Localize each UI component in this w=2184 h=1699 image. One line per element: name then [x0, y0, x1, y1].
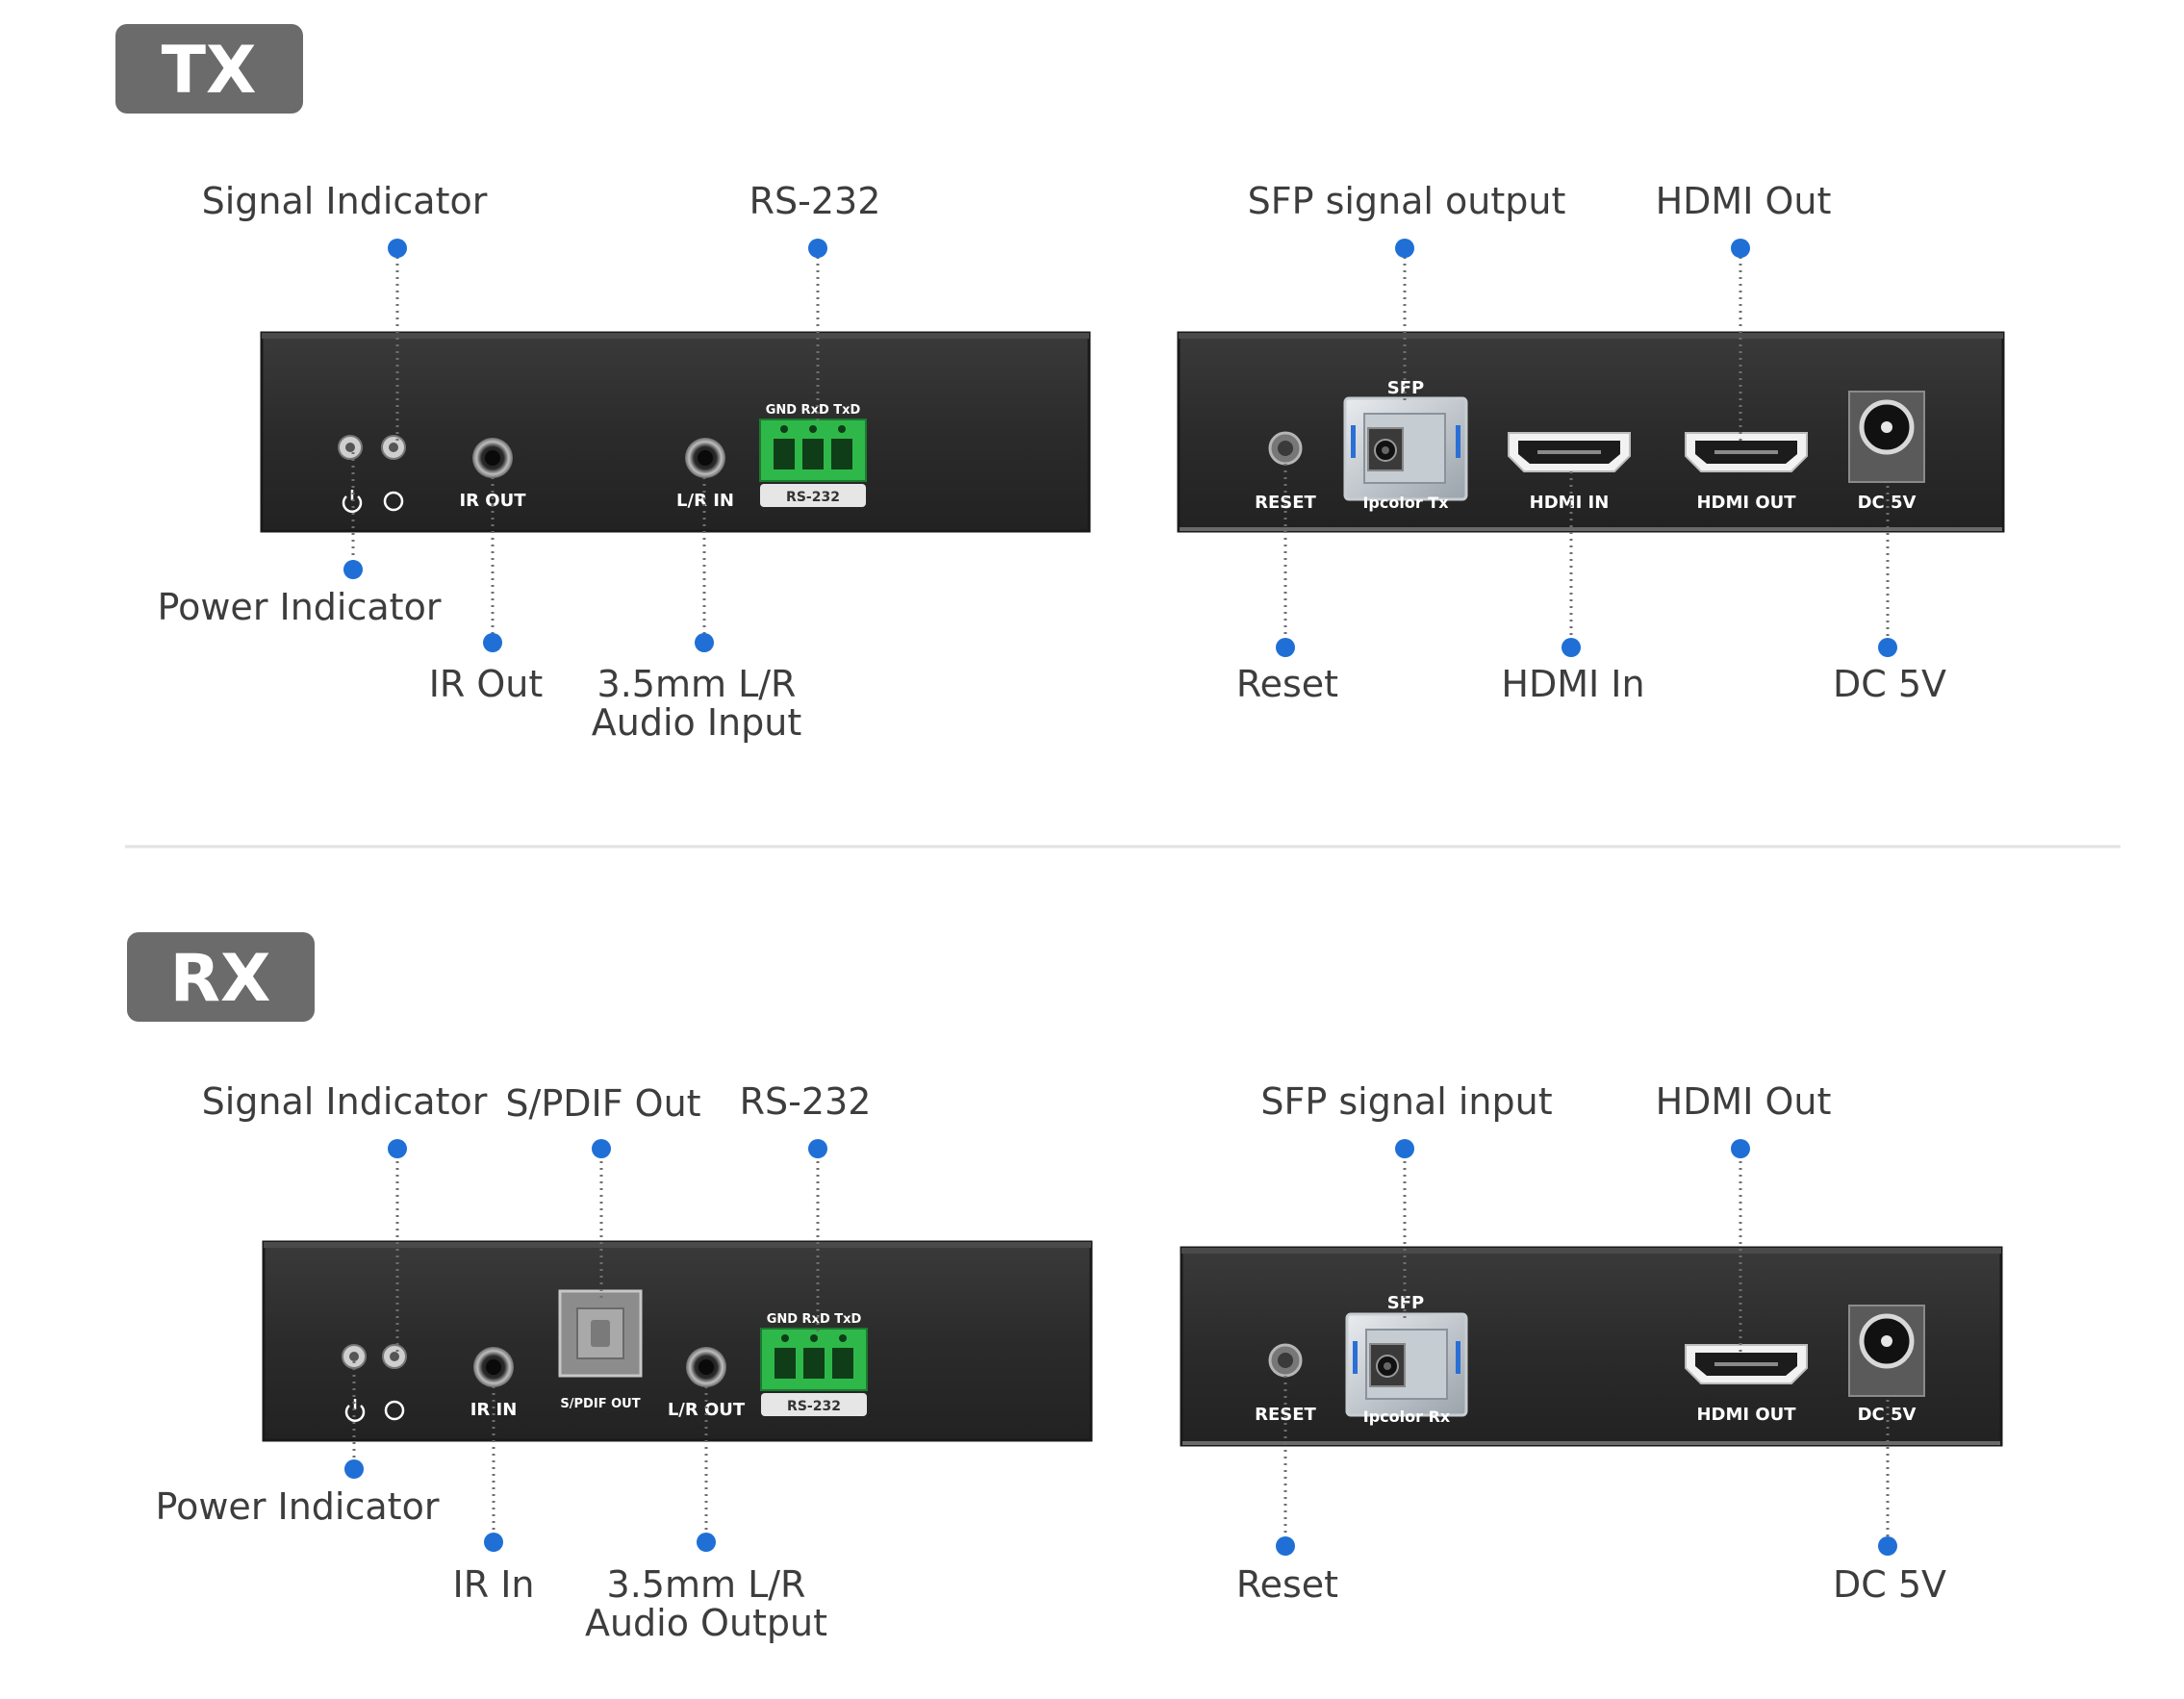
tx-callout-power-indicator: Power Indicator	[158, 586, 442, 628]
tx-sfp-brand: Ipcolor Tx	[1362, 494, 1449, 512]
rx-section: RX IR IN	[127, 932, 2003, 1644]
rx-ir-in-jack	[473, 1347, 514, 1387]
tx-reset-button	[1268, 431, 1303, 466]
tx-dot-dc	[1878, 638, 1897, 657]
rx-callout-sfp-input: SFP signal input	[1260, 1080, 1552, 1123]
rx-hdmi-out-port	[1685, 1344, 1808, 1384]
rx-dot-sfp	[1395, 1139, 1414, 1158]
rx-callout-dots	[344, 1139, 1897, 1556]
rx-dot-dc	[1878, 1536, 1897, 1556]
rx-callout-power-indicator: Power Indicator	[156, 1485, 440, 1528]
rx-dot-hdmi-out	[1731, 1139, 1750, 1158]
rx-lr-out-port-label: L/R OUT	[668, 1400, 746, 1420]
rx-callout-hdmi-out: HDMI Out	[1656, 1080, 1832, 1123]
rx-reset-port-label: RESET	[1255, 1405, 1316, 1425]
tx-dot-signal	[388, 239, 407, 258]
tx-leaders	[351, 250, 1890, 647]
rx-reset-button	[1268, 1343, 1303, 1378]
tx-rs232-terminal: GND RxD TxD RS-232	[759, 403, 867, 507]
rx-rs232-terminal: GND RxD TxD RS-232	[760, 1312, 868, 1416]
rx-callout-dc: DC 5V	[1833, 1563, 1946, 1606]
rx-front-panel: IR IN S/PDIF OUT L/R OUT GND RxD TxD	[262, 1240, 1093, 1442]
tx-dc-jack	[1848, 391, 1925, 483]
tx-reset-port-label: RESET	[1255, 493, 1316, 513]
tx-callout-signal-indicator: Signal Indicator	[202, 180, 488, 222]
power-icon	[344, 1399, 366, 1422]
tx-dot-hdmi-in	[1562, 638, 1581, 657]
signal-ring-icon	[384, 1400, 405, 1421]
tx-badge	[115, 24, 303, 114]
tx-callout-hdmi-in: HDMI In	[1501, 663, 1644, 705]
rx-badge-label: RX	[170, 941, 271, 1017]
rx-lr-out-jack	[686, 1347, 726, 1387]
tx-power-led	[338, 435, 363, 460]
rx-dot-spdif	[592, 1139, 611, 1158]
signal-ring-icon	[383, 491, 404, 512]
tx-badge-label: TX	[162, 33, 257, 109]
tx-lr-in-port-label: L/R IN	[676, 491, 734, 511]
rx-callout-spdif-out: S/PDIF Out	[505, 1082, 700, 1125]
tx-dot-reset	[1276, 638, 1295, 657]
tx-callout-ir-out: IR Out	[429, 663, 544, 705]
tx-callout-hdmi-out: HDMI Out	[1656, 180, 1832, 222]
rx-sfp-brand: Ipcolor Rx	[1363, 1407, 1451, 1426]
rx-dot-power	[344, 1459, 364, 1479]
tx-callout-dots	[343, 239, 1897, 657]
rx-callout-ir-in: IR In	[453, 1563, 535, 1606]
tx-dot-ir	[483, 633, 502, 652]
rx-callout-audio-line2: Audio Output	[585, 1602, 827, 1644]
tx-sfp-tag: SFP	[1387, 378, 1424, 398]
tx-hdmi-in-port	[1508, 432, 1631, 472]
tx-ir-out-jack	[472, 438, 513, 478]
rx-dot-reset	[1276, 1536, 1295, 1556]
tx-rs232-port-label: RS-232	[786, 490, 840, 505]
rx-signal-led	[382, 1344, 407, 1369]
tx-dot-rs232	[808, 239, 827, 258]
rx-rear-panel: RESET SFP Ipcolor Rx HDMI OUT	[1180, 1246, 2003, 1447]
tx-hdmi-in-port-label: HDMI IN	[1530, 493, 1610, 513]
tx-dc-port-label: DC 5V	[1858, 493, 1917, 513]
rx-callout-audio-line1: 3.5mm L/R	[607, 1563, 806, 1606]
tx-front-panel: IR OUT L/R IN GND RxD TxD RS-232	[260, 331, 1091, 533]
tx-ir-out-port-label: IR OUT	[459, 491, 526, 511]
rx-spdif-port	[558, 1289, 643, 1378]
rx-rs232-port-label: RS-232	[787, 1399, 841, 1414]
tx-callout-sfp-output: SFP signal output	[1248, 180, 1566, 222]
tx-sfp-module	[1343, 396, 1468, 501]
rx-dot-rs232	[808, 1139, 827, 1158]
tx-callout-audio-line2: Audio Input	[592, 701, 801, 744]
rx-leaders	[352, 1154, 1890, 1546]
rx-badge	[127, 932, 315, 1022]
tx-hdmi-out-port	[1685, 432, 1808, 472]
rx-dot-audio	[697, 1533, 716, 1552]
tx-callout-dc: DC 5V	[1833, 663, 1946, 705]
tx-rs232-pins-label: GND RxD TxD	[766, 403, 861, 418]
rx-dot-signal	[388, 1139, 407, 1158]
tx-dot-sfp	[1395, 239, 1414, 258]
tx-dot-hdmi-out	[1731, 239, 1750, 258]
tx-signal-led	[381, 435, 406, 460]
tx-rear-panel: RESET SFP Ipcolor Tx HDMI IN	[1177, 331, 2005, 533]
tx-section: TX I	[115, 24, 2005, 744]
rx-hdmi-out-port-label: HDMI OUT	[1696, 1405, 1796, 1425]
tx-callout-reset: Reset	[1236, 663, 1338, 705]
rx-ir-in-port-label: IR IN	[470, 1400, 518, 1420]
rx-callout-signal-indicator: Signal Indicator	[202, 1080, 488, 1123]
rx-power-led	[342, 1344, 367, 1369]
tx-callout-audio-line1: 3.5mm L/R	[597, 663, 797, 705]
rx-callout-reset: Reset	[1236, 1563, 1338, 1606]
rx-rs232-pins-label: GND RxD TxD	[767, 1312, 862, 1327]
rx-callout-rs232: RS-232	[740, 1080, 872, 1123]
power-icon	[342, 490, 363, 513]
rx-dot-ir	[484, 1533, 503, 1552]
rx-dc-jack	[1848, 1305, 1925, 1397]
tx-lr-in-jack	[685, 438, 725, 478]
rx-spdif-port-label: S/PDIF OUT	[560, 1397, 640, 1411]
tx-dot-power	[343, 560, 363, 579]
tx-dot-audio	[695, 633, 714, 652]
tx-hdmi-out-port-label: HDMI OUT	[1696, 493, 1796, 513]
rx-sfp-module	[1345, 1312, 1468, 1417]
tx-callout-rs232: RS-232	[749, 180, 881, 222]
